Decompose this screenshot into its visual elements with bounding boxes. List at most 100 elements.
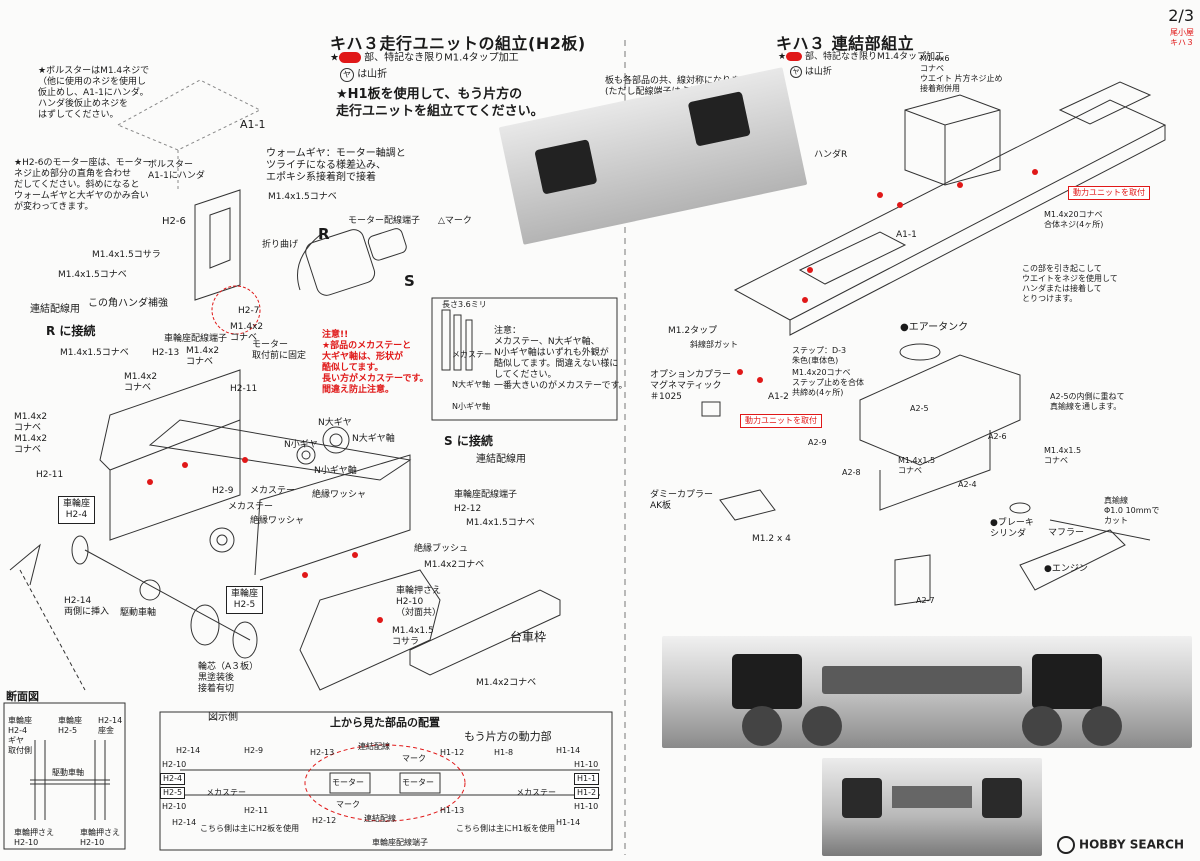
label-m12x4: M1.2 x 4 xyxy=(752,534,791,544)
label-corner-solder: この角ハンダ補強 xyxy=(88,298,168,309)
label-R-connect: R に接続 xyxy=(46,324,96,338)
warning-mecha-stay: 注意!! ★部品のメカステーと 大ギヤ軸は、形状が 酷似してます。 長い方がメカ… xyxy=(322,330,429,395)
section-press-2: 車輪押さえ H2-10 xyxy=(80,828,120,847)
left-legend-tap-text: 部、特記なき限りM1.4タップ加工 xyxy=(364,52,519,64)
layout-tag-boxed: H2-4 xyxy=(160,773,186,785)
layout-tag: H2-13 xyxy=(310,748,335,757)
label-mecha-stay: メカステー xyxy=(250,486,296,496)
red-tap-marker-icon xyxy=(786,52,803,61)
label-h2-11b: H2-11 xyxy=(36,470,64,480)
label-dummy-coupler: ダミーカプラー AK板 xyxy=(650,490,714,511)
mountain-fold-icon: ヤ xyxy=(790,66,802,78)
label-screw-m14x2-a: M1.4x2 コナベ xyxy=(230,322,264,343)
layout-connect-wire-2: 連結配線 xyxy=(364,814,396,823)
section-h2-14-washer: H2-14 座金 xyxy=(98,716,123,735)
label-wheel-terminal: 車輪座配線端子 xyxy=(164,334,228,344)
label-motor-terminal: モーター配線端子 xyxy=(348,216,421,226)
label-m14x15-r: M1.4x1.5 コナベ xyxy=(898,456,936,475)
label-S-connect: S に接続 xyxy=(444,434,493,448)
label-bolster: ボルスター A1-1にハンダ xyxy=(148,160,205,181)
label-a2-5: A2-5 xyxy=(910,404,929,413)
label-screw-m14x2-c: M1.4x2 コナベ xyxy=(124,372,158,393)
label-pull-note: この部を引き起こして ウエイトをネジを使用して ハンダまたは接着して とりつけま… xyxy=(1022,264,1118,303)
label-connect-wire-2: 連結配線用 xyxy=(476,454,526,465)
right-legend-tap: ★ 部、特記なき限りM1.4タップ加工 xyxy=(778,52,945,62)
section-drive-axle: 駆動車軸 xyxy=(52,768,84,777)
label-insul-bush: 絶縁ブッシュ xyxy=(414,544,469,554)
label-a2-9: A2-9 xyxy=(808,438,827,447)
label-ring-core: 輪芯（A３板） 黒塗装後 接着有切 xyxy=(198,662,259,694)
caution-text: 注意： メカステー、N大ギヤ軸、 N小ギヤ軸はいずれも外観が 酷似してます。間違… xyxy=(494,326,628,391)
label-screw-sara-b: M1.4x1.5 コサラ xyxy=(392,626,434,647)
label-h2-12: H2-12 xyxy=(454,504,482,514)
layout-mark-2: マーク xyxy=(336,800,360,809)
red-tap-marker-icon xyxy=(338,52,361,63)
right-legend-tap-text: 部、特記なき限りM1.4タップ加工 xyxy=(804,52,945,62)
tag-wheel-seat-h2-4: 車輪座 H2-4 xyxy=(58,496,96,524)
note-worm-gear: ウォームギヤ：モーター軸調と ツライチになる様差込み、 エポキシ系接着剤で接着 xyxy=(266,148,406,183)
label-slant: 斜線部ガット xyxy=(690,340,738,349)
layout-tag: H2-12 xyxy=(312,816,337,825)
layout-tag: H2-11 xyxy=(244,806,269,815)
layout-tag: H1-12 xyxy=(440,748,465,757)
tag-wheel-seat-h2-5: 車輪座 H2-5 xyxy=(226,586,264,614)
layout-mark: マーク xyxy=(402,754,426,763)
label-h2-13: H2-13 xyxy=(152,348,180,358)
label-option-coupler: オプションカプラー マグネマティック ＃1025 xyxy=(650,370,732,402)
label-n-big-gear-axis: N大ギヤ軸 xyxy=(352,434,395,444)
layout-wheel-terminal: 車輪座配線端子 xyxy=(372,838,428,847)
layout-mecha-left: メカステー xyxy=(206,788,246,797)
label-screw-m14x2-d: M1.4x2 コナベ M1.4x2 コナベ xyxy=(14,412,48,455)
mountain-fold-icon: ヤ xyxy=(340,68,354,82)
label-triangle-mark: △マーク xyxy=(438,216,472,226)
label-drive-unit-fix: 動力ユニットを取付 xyxy=(1068,186,1150,200)
label-fold: 折り曲げ xyxy=(262,240,299,250)
label-screw-nabe-b: M1.4x1.5コナベ xyxy=(60,348,129,358)
note-bolster: ★ボルスターはM1.4ネジで （他に使用のネジを使用し 仮止めし、A1-1にハン… xyxy=(38,66,150,120)
layout-tag: H2-9 xyxy=(244,746,264,755)
watermark: HOBBY SEARCH xyxy=(1056,836,1184,854)
label-h2-7: H2-7 xyxy=(238,306,260,316)
label-weight-note: M1.4x6 コナベ ウエイト 片方ネジ止め 接着剤併用 xyxy=(920,54,1003,93)
layout-tag: H2-10 xyxy=(162,760,187,769)
label-a2-4: A2-4 xyxy=(958,480,977,489)
layout-tag: H1-13 xyxy=(440,806,465,815)
layout-motor-a: モーター xyxy=(332,778,364,787)
label-h2-14: H2-14 両側に挿入 xyxy=(64,596,110,617)
label-n-small-gear: N小ギヤ xyxy=(284,440,318,450)
layout-mecha-right: メカステー xyxy=(516,788,556,797)
layout-h1-side: こちら側は主にH1板を使用 xyxy=(456,824,556,833)
label-step: ステップ：D-3 朱色(車体色) xyxy=(792,346,847,365)
label-m14x20-step: M1.4x20コナベ ステップ止めを合体 共締め(4ヶ所) xyxy=(792,368,864,397)
label-screw-1: M1.4x1.5コナベ xyxy=(268,192,337,202)
label-drive-unit-fix-2: 動力ユニットを取付 xyxy=(740,414,822,428)
layout-side-label: 図示側 xyxy=(208,712,238,723)
label-insul-washer-2: 絶縁ワッシャ xyxy=(250,516,305,526)
detail-unit-photo xyxy=(822,758,1042,856)
layout-title: 上から見た部品の配置 xyxy=(330,716,440,729)
label-a1-1: A1-1 xyxy=(240,118,266,131)
layout-tag: H2-10 xyxy=(162,802,187,811)
label-bogie-frame: 台車枠 xyxy=(510,630,547,644)
layout-tag: H1-14 xyxy=(556,746,581,755)
label-muffler: マフラー xyxy=(1048,528,1085,538)
layout-tag: H2-14 xyxy=(172,818,197,827)
label-a2-7: A2-7 xyxy=(916,596,935,605)
left-legend-fold-text: は山折 xyxy=(357,69,388,80)
section-wheel-seat-h2-5: 車輪座 H2-5 xyxy=(58,716,82,735)
layout-tag: H1-14 xyxy=(556,818,581,827)
label-screw-nabe-2e: M1.4x2コナベ xyxy=(424,560,485,570)
layout-tag: H1-8 xyxy=(494,748,514,757)
right-legend-fold: ヤ は山折 xyxy=(790,66,832,78)
label-n-big-gear: N大ギヤ xyxy=(318,418,352,428)
label-screw-sara: M1.4x1.5コサラ xyxy=(92,250,161,260)
layout-other-unit: もう片方の動力部 xyxy=(464,730,552,743)
box-nsmall-label: N小ギヤ軸 xyxy=(452,402,490,411)
box-mecha-label: メカステー xyxy=(452,350,492,359)
left-legend-fold: ヤ は山折 xyxy=(340,68,387,82)
label-h2-11: H2-11 xyxy=(230,384,258,394)
box-length-label: 長さ3.6ミリ xyxy=(442,300,487,309)
label-drive-axle: 駆動車軸 xyxy=(120,608,157,618)
section-wheel-seat-gear: 車輪座 H2-4 ギヤ 取付側 xyxy=(8,716,32,755)
